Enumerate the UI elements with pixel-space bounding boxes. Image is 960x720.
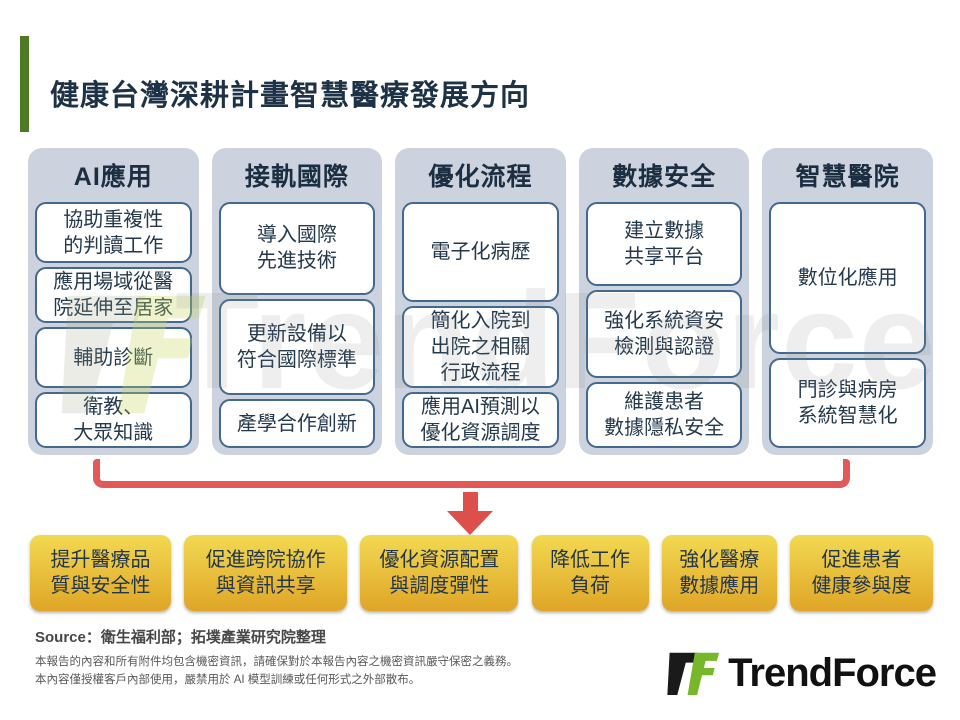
disclaimer-text: 本報告的內容和所有附件均包含機密資訊，請確保對於本報告內容之機密資訊嚴守保密之義…: [35, 656, 518, 687]
list-item: 輔助診斷: [35, 327, 192, 388]
outcome-item: 優化資源配置 與調度彈性: [360, 535, 519, 611]
list-item: 維護患者 數據隱私安全: [585, 382, 743, 448]
outcome-row: 提升醫療品 質與安全性 促進跨院協作 與資訊共享 優化資源配置 與調度彈性 降低…: [30, 535, 933, 611]
list-item: 更新設備以 符合國際標準: [218, 298, 376, 396]
title-accent-bar: [20, 36, 29, 132]
list-item: 產學合作創新: [218, 399, 376, 449]
down-arrow-icon: [447, 492, 493, 535]
list-item: 應用AI預測以 優化資源調度: [402, 392, 559, 448]
list-item: 應用場域從醫 院延伸至居家: [35, 267, 192, 323]
pillar-columns: AI應用 協助重複性 的判讀工作 應用場域從醫 院延伸至居家 輔助診斷 衛教、 …: [28, 148, 933, 455]
list-item: 強化系統資安 檢測與認證: [585, 290, 743, 378]
column-header: AI應用: [73, 163, 153, 191]
trendforce-logo: TrendForce: [666, 644, 937, 702]
outcome-item: 促進跨院協作 與資訊共享: [184, 535, 348, 611]
column-process-optimization: 優化流程 電子化病歷 簡化入院到 出院之相關 行政流程 應用AI預測以 優化資源…: [395, 148, 566, 455]
column-header: 智慧醫院: [795, 163, 900, 191]
list-item: 導入國際 先進技術: [218, 202, 376, 295]
outcome-item: 提升醫療品 質與安全性: [30, 535, 171, 611]
list-item: 電子化病歷: [402, 202, 559, 302]
trendforce-logo-text: TrendForce: [728, 650, 937, 695]
column-header: 接軌國際: [244, 163, 349, 191]
summary-bracket: [93, 459, 850, 488]
column-data-security: 數據安全 建立數據 共享平台 強化系統資安 檢測與認證 維護患者 數據隱私安全: [578, 148, 750, 455]
list-item: 簡化入院到 出院之相關 行政流程: [402, 306, 559, 388]
source-line: Source：衛生福利部；拓墣產業研究院整理: [35, 629, 326, 646]
column-smart-hospital: 智慧醫院 數位化應用 門診與病房 系統智慧化: [762, 148, 933, 455]
list-item: 門診與病房 系統智慧化: [769, 358, 926, 448]
outcome-item: 降低工作 負荷: [531, 535, 649, 611]
outcome-item: 促進患者 健康參與度: [789, 535, 933, 611]
list-item: 衛教、 大眾知識: [35, 392, 192, 448]
outcome-item: 強化醫療 數據應用: [661, 535, 777, 611]
column-ai-applications: AI應用 協助重複性 的判讀工作 應用場域從醫 院延伸至居家 輔助診斷 衛教、 …: [28, 148, 199, 455]
column-header: 數據安全: [612, 163, 717, 191]
down-arrow-stem: [462, 492, 478, 511]
list-item: 協助重複性 的判讀工作: [35, 202, 192, 263]
column-international: 接軌國際 導入國際 先進技術 更新設備以 符合國際標準 產學合作創新: [211, 148, 383, 455]
page-title: 健康台灣深耕計畫智慧醫療發展方向: [50, 80, 531, 112]
list-item: 數位化應用: [769, 202, 926, 354]
trendforce-logo-mark-icon: [667, 652, 720, 696]
down-arrow-head: [447, 511, 493, 535]
list-item: 建立數據 共享平台: [585, 202, 743, 286]
column-header: 優化流程: [428, 163, 533, 191]
